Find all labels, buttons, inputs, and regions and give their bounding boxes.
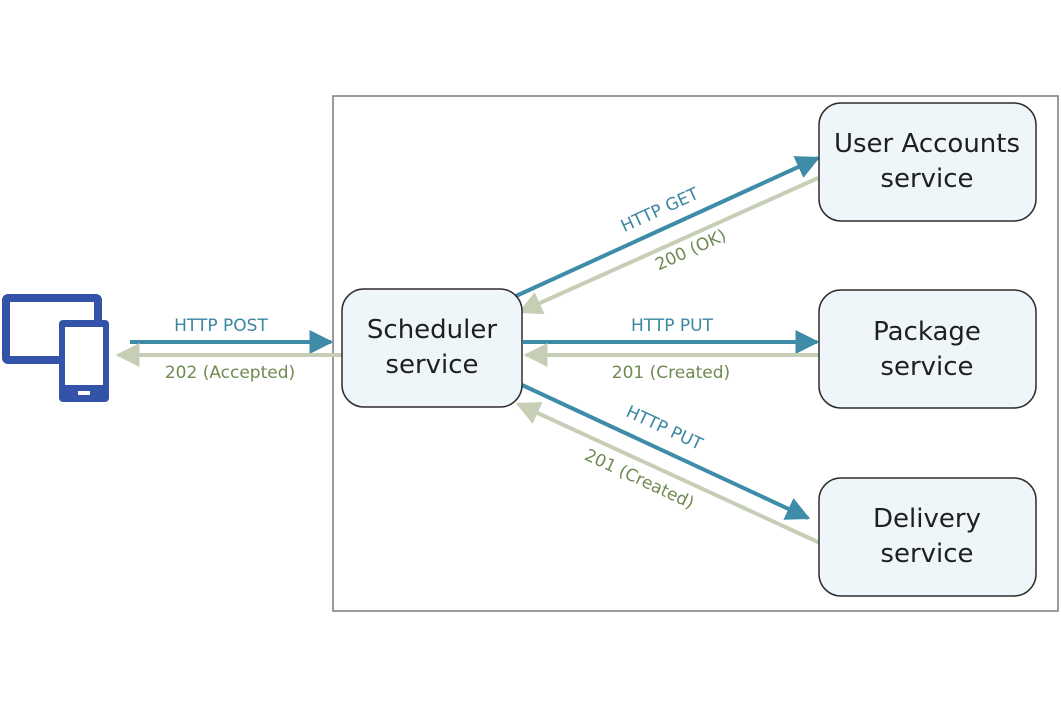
package-service-node: Package service bbox=[818, 289, 1037, 409]
edge-label-http-put-delivery: HTTP PUT bbox=[623, 402, 706, 455]
delivery-service-box bbox=[818, 477, 1037, 597]
user-accounts-service-node: User Accounts service bbox=[818, 102, 1037, 222]
edge-delivery-put-arrow bbox=[521, 383, 811, 520]
scheduler-service-node: Scheduler service bbox=[341, 288, 523, 408]
user-accounts-service-box bbox=[818, 102, 1037, 222]
scheduler-service-title: Scheduler bbox=[367, 315, 497, 345]
edge-user-get-arrow bbox=[515, 156, 821, 298]
package-service-title: Package bbox=[873, 317, 981, 347]
user-accounts-service-title: User Accounts bbox=[834, 129, 1020, 159]
edge-delivery-created-arrow bbox=[515, 402, 821, 545]
package-service-box bbox=[818, 289, 1037, 409]
edge-label-202-accepted: 202 (Accepted) bbox=[165, 363, 295, 383]
edge-user-ok-arrow bbox=[517, 176, 819, 315]
delivery-service-node: Delivery service bbox=[818, 477, 1037, 597]
devices-icon bbox=[2, 294, 109, 402]
user-accounts-service-subtitle: service bbox=[880, 164, 973, 194]
tablet-screen bbox=[65, 327, 103, 385]
edge-label-http-put-package: HTTP PUT bbox=[631, 316, 714, 336]
tablet-home-button bbox=[78, 391, 90, 395]
scheduler-service-box bbox=[341, 288, 523, 408]
edge-label-201-created-package: 201 (Created) bbox=[612, 363, 730, 383]
edge-label-http-post: HTTP POST bbox=[174, 316, 268, 336]
delivery-service-title: Delivery bbox=[873, 504, 981, 534]
package-service-subtitle: service bbox=[880, 352, 973, 382]
scheduler-service-subtitle: service bbox=[385, 350, 478, 380]
delivery-service-subtitle: service bbox=[880, 539, 973, 569]
